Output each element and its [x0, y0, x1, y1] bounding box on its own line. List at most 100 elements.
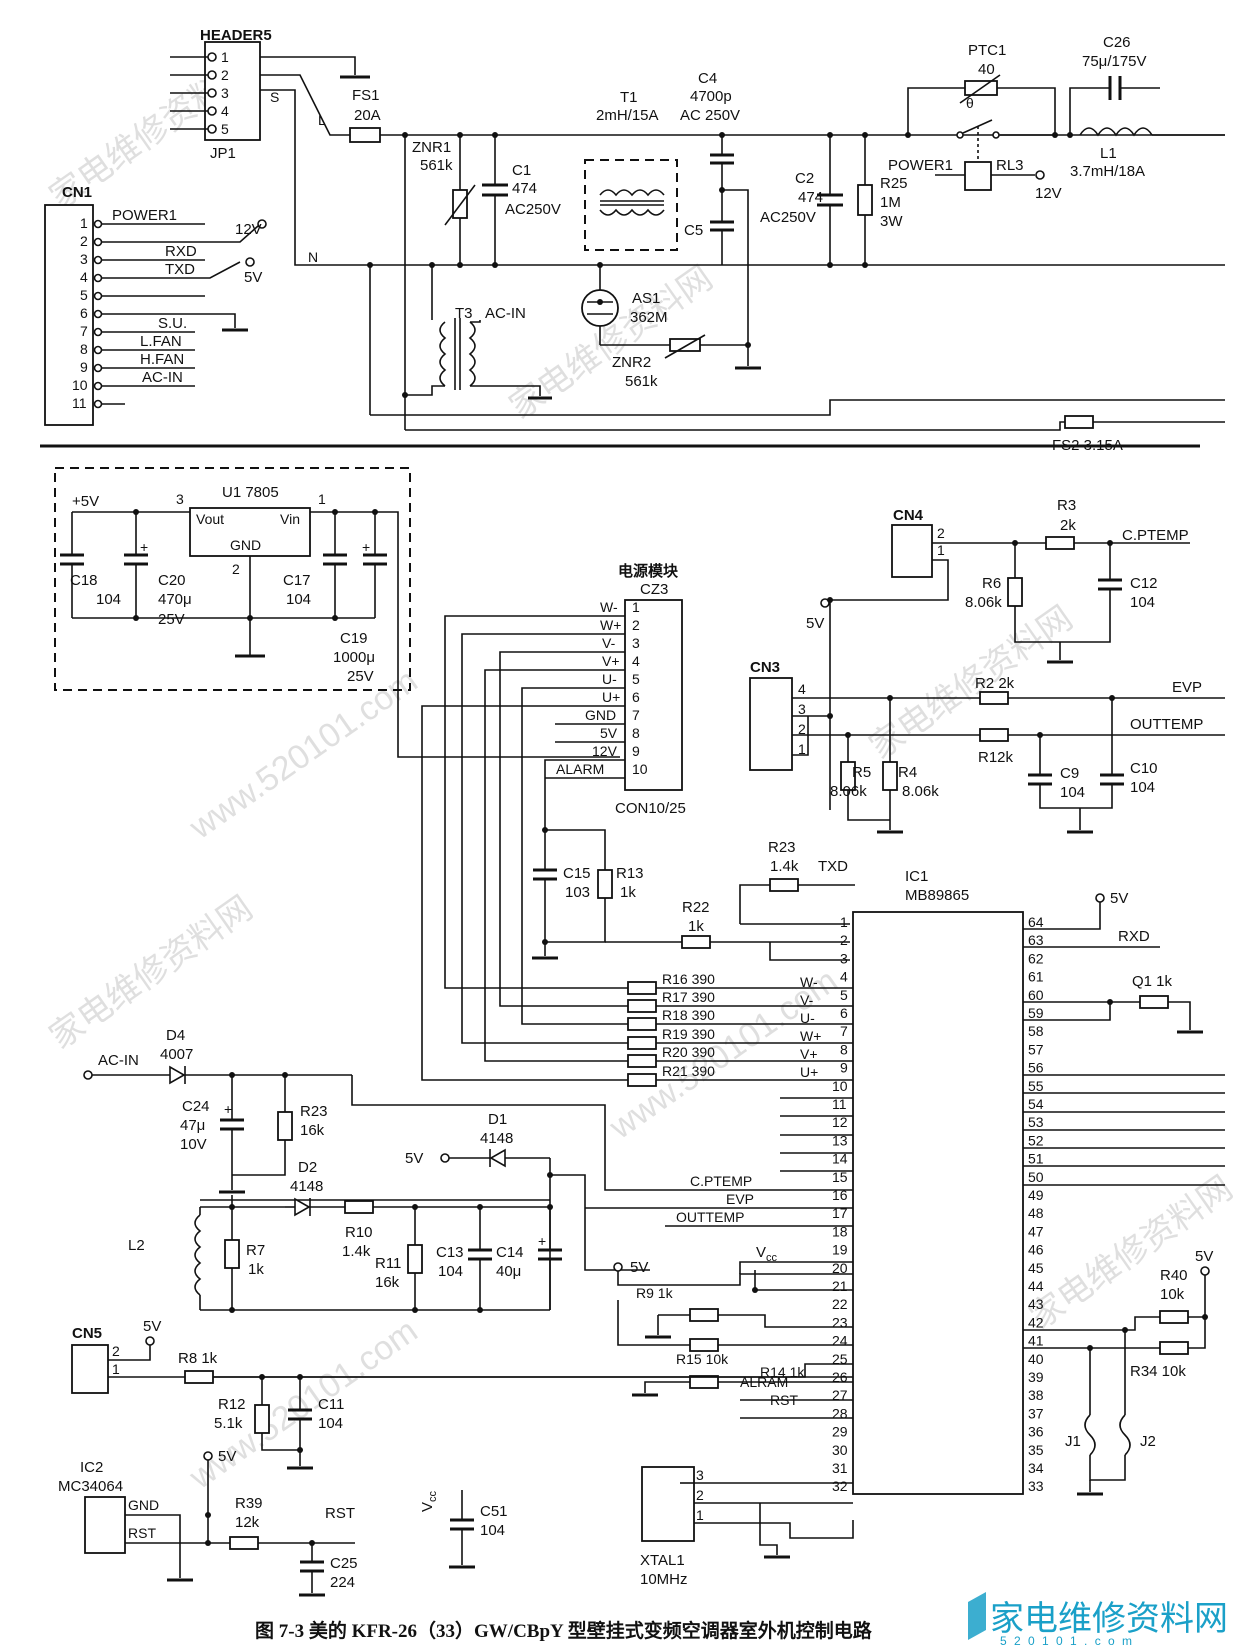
mcu-pin-number: 50	[1028, 1169, 1044, 1185]
mcu-pin-number: 20	[832, 1260, 848, 1276]
mcu-pin-number: 48	[1028, 1205, 1044, 1221]
c5-label: C5	[684, 222, 703, 239]
resistor-r17	[627, 999, 657, 1013]
r6-value: 8.06k	[965, 594, 1002, 611]
mcu-pin-number: 62	[1028, 950, 1044, 966]
svg-text:+: +	[538, 1233, 546, 1249]
mcu-pin-number: 4	[840, 969, 848, 985]
fs1-label: FS1	[352, 87, 380, 104]
svg-text:+: +	[224, 1101, 232, 1117]
c20-value: 470μ	[158, 591, 192, 608]
mcu-pin-number: 40	[1028, 1351, 1044, 1367]
c12-label: C12	[1130, 575, 1158, 592]
relay-signal-label: POWER1	[888, 157, 953, 174]
pin-number: 3	[80, 251, 88, 267]
d1-5v: 5V	[405, 1150, 423, 1167]
svg-text:+: +	[362, 539, 370, 555]
pin-number: 2	[232, 561, 240, 577]
svg-text:+: +	[140, 539, 148, 555]
mcu-pin-number: 7	[840, 1023, 848, 1039]
mcu-pin-number: 63	[1028, 932, 1044, 948]
mcu-ic1	[852, 911, 1024, 1495]
mcu-pin-number: 21	[832, 1278, 848, 1294]
r2-label: R2 2k	[975, 675, 1015, 692]
resistor-r19	[627, 1036, 657, 1050]
mcu-pin-number: 31	[832, 1460, 848, 1476]
acin-label: AC-IN	[98, 1052, 139, 1069]
q1-label: Q1 1k	[1132, 973, 1173, 990]
r4-label: R4	[898, 764, 917, 781]
connector-cn1	[44, 204, 94, 426]
mcu-5v: 5V	[1110, 890, 1128, 907]
module-signal: 5V	[600, 725, 618, 741]
resistor-r7	[224, 1239, 240, 1269]
xtal-label: XTAL1	[640, 1552, 685, 1569]
outtemp-label: OUTTEMP	[1130, 716, 1203, 733]
r40-value: 10k	[1160, 1286, 1185, 1303]
mcu-pin-label: U+	[800, 1064, 818, 1080]
mcu-pin-number: 58	[1028, 1023, 1044, 1039]
relay-label: RL3	[996, 157, 1024, 174]
pin-number: 5	[221, 121, 229, 137]
resistor-r40	[1159, 1310, 1189, 1324]
choke-t1-upper-coil	[599, 189, 665, 197]
mcu-pin-number: 16	[832, 1187, 848, 1203]
r22-value: 1k	[688, 918, 704, 935]
r10-label: R10	[345, 1224, 373, 1241]
c10-value: 104	[1130, 779, 1155, 796]
l1-label: L1	[1100, 145, 1117, 162]
mcu-pin-number: 64	[1028, 914, 1044, 930]
t1-value: 2mH/15A	[596, 107, 659, 124]
mcu-pin-number: 13	[832, 1132, 848, 1148]
mcu-pin-number: 37	[1028, 1405, 1044, 1421]
jp1-label: JP1	[210, 145, 236, 162]
u1-label: U1 7805	[222, 484, 279, 501]
c1-value: 474	[512, 180, 537, 197]
r12-label: R12k	[978, 749, 1014, 766]
j1-label: J1	[1065, 1433, 1081, 1450]
inductor-l2	[194, 1214, 202, 1296]
c18-value: 104	[96, 591, 121, 608]
resistor-r11	[407, 1244, 423, 1274]
c25-label: C25	[330, 1555, 358, 1572]
cn1-hfan: H.FAN	[140, 351, 184, 368]
resistor-r39	[229, 1536, 259, 1550]
r18-label: R18 390	[662, 1007, 715, 1023]
sensor-5v: 5V	[806, 615, 824, 632]
r19-label: R19 390	[662, 1026, 715, 1042]
t3-output: AC-IN	[485, 305, 526, 322]
module-title: 电源模块	[618, 562, 679, 580]
r39-value: 12k	[235, 1514, 260, 1531]
vcc-sub: cc	[766, 1252, 778, 1264]
c4-label: C4	[698, 70, 717, 87]
mcu-section: IC1 MB89865 1234567891011121314151617181…	[676, 868, 1225, 1496]
cn3-title: CN3	[750, 659, 780, 676]
pin-number: 3	[221, 85, 229, 101]
r8-label: R8 1k	[178, 1350, 218, 1367]
supervisor-ic2	[84, 1496, 126, 1554]
c17-value: 104	[286, 591, 311, 608]
header5-pins: 1 2 3 4 5	[170, 49, 229, 137]
sensor-section: CN4 2 1 R3 2k C.PTEMP R6 8.06k C12 104 5…	[749, 497, 1225, 834]
ic2-rst-pin: RST	[128, 1525, 156, 1541]
c17-label: C17	[283, 572, 311, 589]
cn1-5v: 5V	[244, 269, 262, 286]
diode-d2	[294, 1197, 311, 1217]
module-signal: ALARM	[556, 761, 604, 777]
c1-rating: AC250V	[505, 201, 561, 218]
r5-value: 8.06k	[830, 783, 867, 800]
c24-value: 47μ	[180, 1117, 205, 1134]
mcu-pin-number: 59	[1028, 1005, 1044, 1021]
mcu-pin-number: 53	[1028, 1114, 1044, 1130]
d4-label: D4	[166, 1027, 185, 1044]
r5-label: R5	[852, 764, 871, 781]
r12b-label: R12	[218, 1396, 246, 1413]
resistor-r23-lower	[277, 1111, 293, 1141]
connector-cn3	[749, 677, 793, 771]
diode-d4	[169, 1065, 186, 1085]
pin-number: 6	[632, 689, 640, 705]
c4-value: 4700p	[690, 88, 732, 105]
cptemp-label: C.PTEMP	[1122, 527, 1189, 544]
t3-label: T3	[455, 305, 473, 322]
r6-label: R6	[982, 575, 1001, 592]
